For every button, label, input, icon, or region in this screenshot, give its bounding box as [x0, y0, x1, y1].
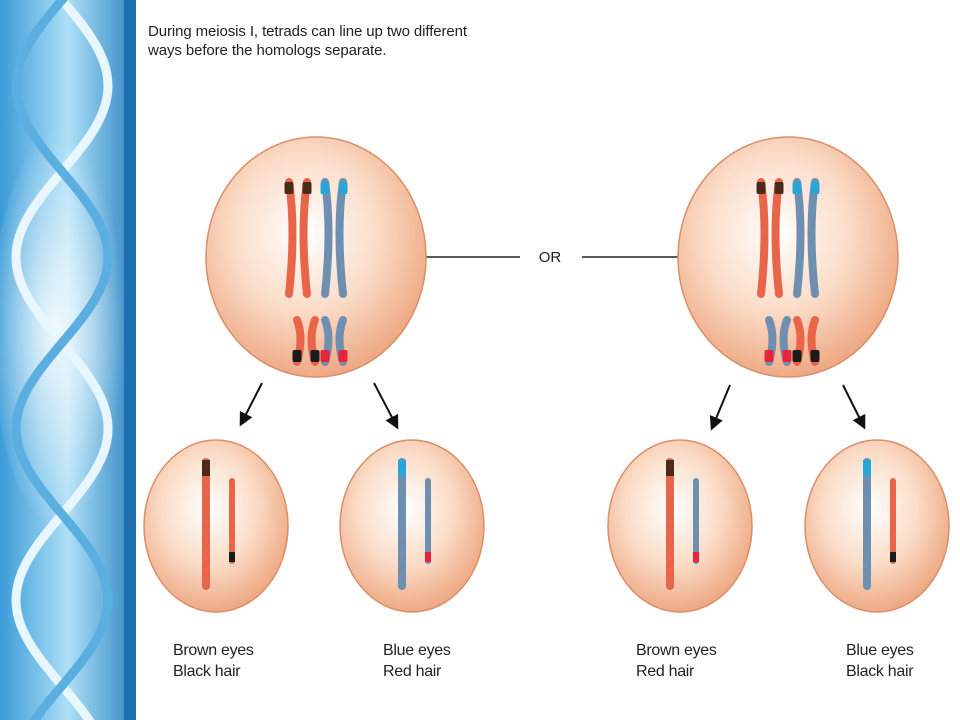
allele-band [425, 552, 431, 562]
cell-body [677, 136, 899, 378]
replicated-chromosome [320, 316, 348, 366]
outcome-label-1: Brown eyes Black hair [173, 640, 303, 682]
caption-line-1: During meiosis I, tetrads can line up tw… [148, 23, 467, 40]
allele-band [764, 350, 774, 362]
dna-helix-panel [0, 0, 136, 720]
daughter-cell-4 [804, 439, 950, 613]
arrow-down-right-2 [842, 384, 866, 430]
chromatid [398, 458, 406, 590]
daughter-cell-2 [339, 439, 485, 613]
eye-trait: Brown eyes [173, 642, 254, 659]
cell-body [804, 439, 950, 613]
or-label: OR [538, 249, 562, 266]
allele-band [890, 552, 896, 562]
eye-trait: Blue eyes [846, 642, 914, 659]
large-chromosome-pair [756, 178, 820, 298]
allele-band [756, 182, 766, 194]
arrow-down-left-2 [709, 384, 731, 431]
cell-body [339, 439, 485, 613]
arrow-down-left-1 [239, 382, 263, 427]
chromatid [202, 458, 210, 590]
allele-band [782, 350, 792, 362]
parent-cell-arrangement-1 [205, 136, 427, 378]
allele-band [693, 552, 699, 562]
large-chromosome-pair [284, 178, 348, 298]
allele-band [302, 182, 312, 194]
caption-line-2: ways before the homologs separate. [148, 42, 387, 59]
chromatid [229, 478, 235, 564]
daughter-cell-1 [143, 439, 289, 613]
small-chromosome-pair [764, 316, 820, 366]
allele-band [792, 182, 802, 194]
cell-body [607, 439, 753, 613]
chromatid [425, 478, 431, 564]
eye-trait: Brown eyes [636, 642, 717, 659]
outcome-label-4: Blue eyes Black hair [846, 640, 960, 682]
allele-band [292, 350, 302, 362]
large-chromosome [202, 458, 210, 590]
hair-trait: Black hair [173, 663, 241, 680]
allele-band [338, 182, 348, 194]
replicated-chromosome [792, 316, 820, 366]
small-chromosome [229, 478, 235, 564]
arrow-down-right-1 [373, 382, 399, 430]
allele-band [320, 182, 330, 194]
outcome-label-3: Brown eyes Red hair [636, 640, 766, 682]
parent-cell-arrangement-2 [677, 136, 899, 378]
hair-trait: Red hair [383, 663, 442, 680]
allele-band [666, 460, 674, 476]
small-chromosome [890, 478, 896, 564]
chromatid [666, 458, 674, 590]
allele-band [310, 350, 320, 362]
replicated-chromosome [792, 178, 820, 298]
small-chromosome-pair [292, 316, 348, 366]
large-chromosome [863, 458, 871, 590]
chromatid [693, 478, 699, 564]
allele-band [792, 350, 802, 362]
chromatid [863, 458, 871, 590]
small-chromosome [425, 478, 431, 564]
allele-band [810, 350, 820, 362]
allele-band [398, 460, 406, 476]
cell-body [143, 439, 289, 613]
hair-trait: Red hair [636, 663, 695, 680]
allele-band [774, 182, 784, 194]
allele-band [863, 460, 871, 476]
allele-band [810, 182, 820, 194]
allele-band [338, 350, 348, 362]
small-chromosome [693, 478, 699, 564]
allele-band [320, 350, 330, 362]
chromatid [890, 478, 896, 564]
hair-trait: Black hair [846, 663, 914, 680]
eye-trait: Blue eyes [383, 642, 451, 659]
replicated-chromosome [756, 178, 784, 298]
large-chromosome [666, 458, 674, 590]
cell-body [205, 136, 427, 378]
allele-band [284, 182, 294, 194]
replicated-chromosome [292, 316, 320, 366]
replicated-chromosome [284, 178, 312, 298]
outcome-label-2: Blue eyes Red hair [383, 640, 513, 682]
daughter-cell-3 [607, 439, 753, 613]
replicated-chromosome [320, 178, 348, 298]
allele-band [229, 552, 235, 562]
large-chromosome [398, 458, 406, 590]
replicated-chromosome [764, 316, 792, 366]
allele-band [202, 460, 210, 476]
